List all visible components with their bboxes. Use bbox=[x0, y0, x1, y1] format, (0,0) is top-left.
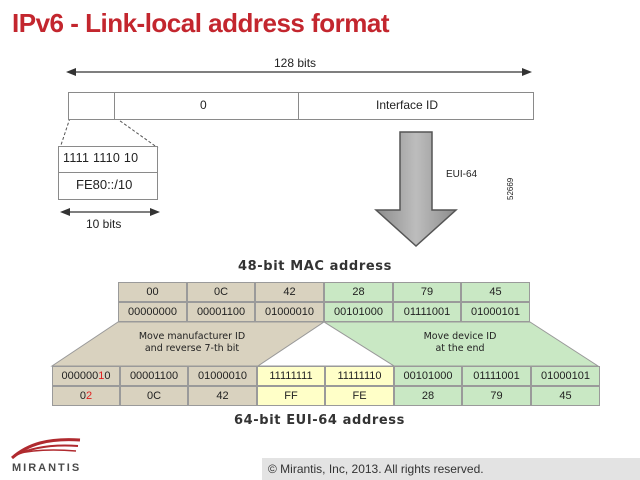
prefix-binary: 1111 1110 10 bbox=[63, 151, 139, 165]
mac-bin-cell: 00101000 bbox=[324, 302, 393, 322]
eui-hex-cell: FF bbox=[257, 386, 325, 406]
mac-hex-cell: 00 bbox=[118, 282, 187, 302]
eui-bin-cell: 11111111 bbox=[257, 366, 325, 386]
eui-64-label: EUI-64 bbox=[446, 169, 478, 180]
eui-hex-cell: 28 bbox=[394, 386, 462, 406]
top-diagram-graphics bbox=[59, 68, 532, 248]
eui-bin-first-plain: 000000 bbox=[61, 370, 99, 382]
prefix-zoom-box bbox=[58, 146, 158, 200]
eui-bin-cell: 01000010 bbox=[188, 366, 257, 386]
interface-id-label: Interface ID bbox=[376, 98, 439, 112]
prefix-divider bbox=[114, 92, 115, 120]
mac-address-caption: 48-bit MAC address bbox=[238, 259, 392, 274]
eui-flipped-bit: 1 bbox=[98, 370, 105, 382]
eui-bin-cell: 11111110 bbox=[325, 366, 394, 386]
manufacturer-note-line: Move manufacturer ID bbox=[138, 331, 246, 342]
prefix-hex: FE80::/10 bbox=[76, 177, 133, 192]
zero-field-label: 0 bbox=[200, 98, 207, 112]
ipv6-address-bar bbox=[68, 92, 534, 120]
eui-bin-cell: 01000101 bbox=[531, 366, 600, 386]
eui-bin-first-tail: 0 bbox=[104, 370, 111, 382]
device-note: Move device ID at the end bbox=[400, 331, 520, 355]
prefix-zoom-divider bbox=[58, 172, 158, 173]
eui-hex-cell: 42 bbox=[188, 386, 257, 406]
eui-hex-cell: 0C bbox=[120, 386, 188, 406]
mac-hex-row: 00 0C 42 28 79 45 bbox=[118, 282, 530, 302]
eui-hex-first-plain: 0 bbox=[79, 390, 86, 402]
mac-hex-cell: 42 bbox=[255, 282, 324, 302]
mac-bin-cell: 01111001 bbox=[393, 302, 461, 322]
mac-bin-cell: 00001100 bbox=[187, 302, 255, 322]
manufacturer-note: Move manufacturer ID and reverse 7-th bi… bbox=[126, 331, 258, 355]
eui-hex-cell: FE bbox=[325, 386, 394, 406]
page-title: IPv6 - Link-local address format bbox=[12, 8, 390, 38]
eui-address-caption: 64-bit EUI-64 address bbox=[234, 413, 405, 428]
mirantis-logo-text: MIRANTIS bbox=[12, 462, 82, 474]
total-bits-label: 128 bits bbox=[272, 56, 319, 70]
mac-bin-cell: 01000010 bbox=[255, 302, 324, 322]
footer-bar bbox=[262, 458, 640, 480]
device-note-line: at the end bbox=[435, 343, 485, 354]
mirantis-logo-icon bbox=[11, 438, 81, 460]
manufacturer-note-line: and reverse 7-th bit bbox=[144, 343, 240, 354]
eui-bin-cell: 00001100 bbox=[120, 366, 188, 386]
mac-binary-row: 00000000 00001100 01000010 00101000 0111… bbox=[118, 302, 530, 322]
mac-hex-cell: 0C bbox=[187, 282, 255, 302]
mac-hex-cell: 79 bbox=[393, 282, 461, 302]
mac-bin-cell: 00000000 bbox=[118, 302, 187, 322]
eui-bin-cell: 00101000 bbox=[394, 366, 462, 386]
device-note-line: Move device ID bbox=[423, 331, 497, 342]
interface-divider bbox=[298, 92, 299, 120]
eui-flipped-hex: 2 bbox=[86, 390, 93, 402]
mac-bin-cell: 01000101 bbox=[461, 302, 530, 322]
eui-bin-cell: 01111001 bbox=[462, 366, 531, 386]
mapping-graphics bbox=[50, 321, 600, 367]
eui-hex-cell: 79 bbox=[462, 386, 531, 406]
copyright-text: © Mirantis, Inc, 2013. All rights reserv… bbox=[268, 462, 484, 476]
prefix-length-label: 10 bits bbox=[86, 217, 122, 231]
mac-hex-cell: 45 bbox=[461, 282, 530, 302]
eui-hex-cell: 45 bbox=[531, 386, 600, 406]
mac-hex-cell: 28 bbox=[324, 282, 393, 302]
